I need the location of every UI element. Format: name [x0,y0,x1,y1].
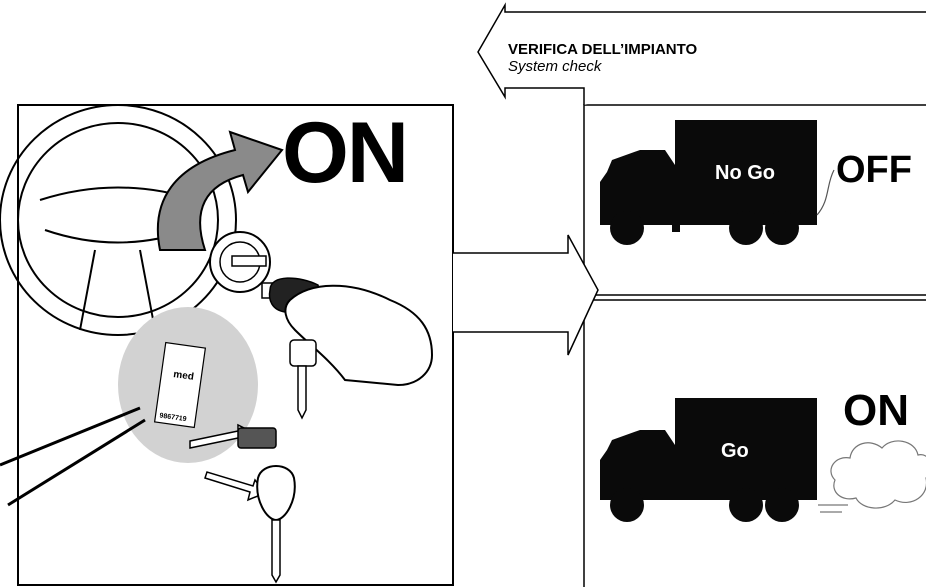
truck-nogo-icon [600,120,835,245]
sticker-code: 9867719 [159,412,187,423]
outcome-panel-nogo [583,104,926,296]
spare-key-icon [289,339,317,420]
truck-nogo-label: No Go [715,162,775,184]
sticker-brand: med [173,369,195,383]
exhaust-cloud-icon [818,440,926,513]
insert-key-icon [189,423,296,584]
ignition-panel [17,104,454,586]
truck-go-label: Go [721,440,749,462]
system-check-title: VERIFICA DELL’IMPIANTO [508,41,698,58]
ignition-on-label: ON [282,105,409,201]
sticker-callout: med 9867719 [0,307,258,507]
state-off-label: OFF [836,149,912,191]
ignition-lock-icon [209,231,271,293]
system-check-subtitle: System check [508,58,602,75]
system-check-arrow [477,2,926,105]
state-on-label: ON [843,386,909,435]
hand-icon [284,284,434,387]
truck-go-icon [600,398,817,522]
fork-arrow [453,234,599,356]
turn-on-arrow [156,130,284,251]
outcome-panel-go [583,299,926,587]
